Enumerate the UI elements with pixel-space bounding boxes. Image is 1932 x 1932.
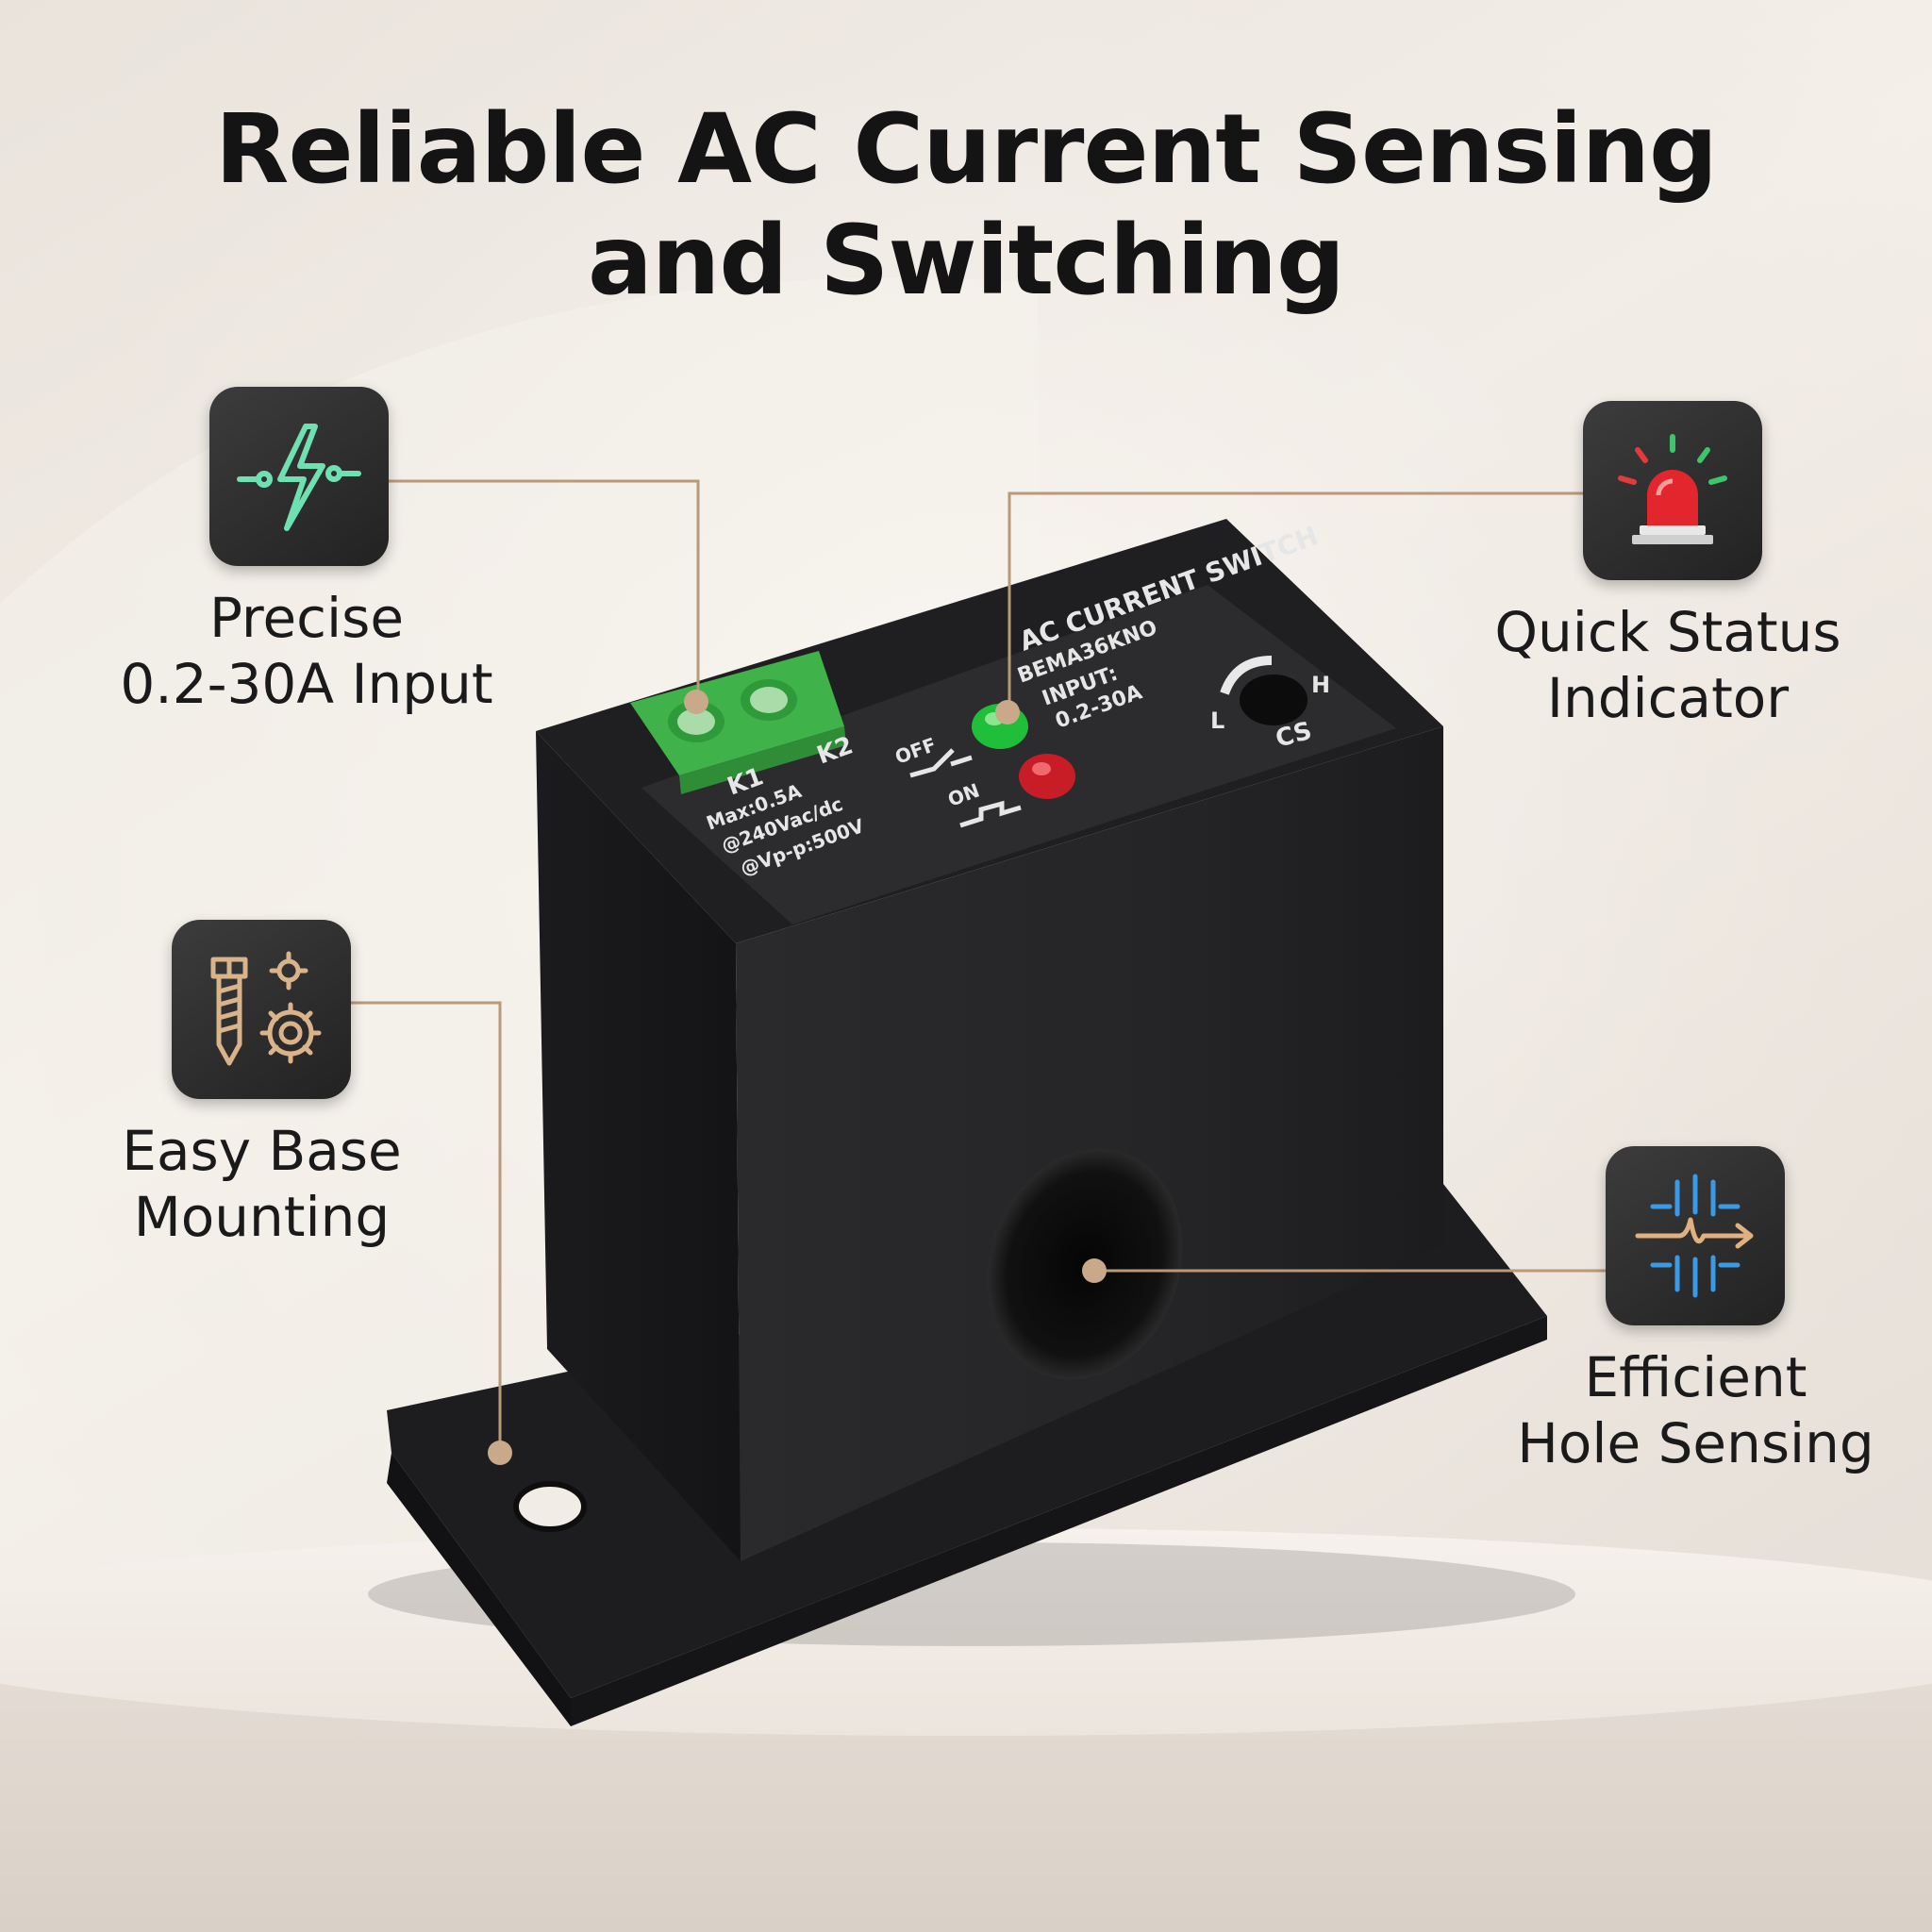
feature-hole-line-2: Hole Sensing bbox=[1517, 1411, 1874, 1475]
feature-mounting-icon-box bbox=[172, 920, 351, 1099]
high-label: H bbox=[1311, 672, 1330, 698]
callout-line-input bbox=[389, 479, 700, 703]
callout-line-status bbox=[1008, 491, 1583, 709]
mounting-base-front bbox=[571, 1316, 1547, 1726]
feature-mounting-line-2: Mounting bbox=[133, 1185, 391, 1249]
low-label: L bbox=[1210, 708, 1224, 734]
feature-input-icon-box bbox=[209, 387, 389, 566]
feature-input-line-2: 0.2-30A Input bbox=[120, 652, 493, 716]
mounting-hole bbox=[516, 1484, 584, 1529]
screw-gear-icon bbox=[210, 951, 322, 1066]
feature-mounting-line-1: Easy Base bbox=[122, 1119, 402, 1183]
feature-hole-line-1: Efficient bbox=[1584, 1345, 1807, 1409]
feature-status-line-2: Indicator bbox=[1546, 666, 1790, 730]
device-left-side bbox=[536, 731, 741, 1561]
led-red bbox=[1019, 754, 1075, 799]
page-title: Reliable AC Current Sensing and Switchin… bbox=[0, 94, 1932, 317]
off-switch-symbol bbox=[909, 748, 973, 778]
on-switch-symbol bbox=[959, 800, 1022, 828]
lightning-bolt-icon bbox=[237, 424, 361, 531]
signal-wave-icon bbox=[1635, 1174, 1754, 1298]
callout-dot-input bbox=[684, 690, 708, 714]
callout-dot-mounting bbox=[488, 1441, 512, 1465]
mounting-base-edge bbox=[387, 1453, 571, 1726]
title-line-2: and Switching bbox=[587, 205, 1345, 317]
feature-hole-icon-box bbox=[1606, 1146, 1785, 1325]
feature-status-line-1: Quick Status bbox=[1494, 600, 1841, 664]
feature-input-label: Precise 0.2-30A Input bbox=[94, 585, 519, 717]
feature-input-line-1: Precise bbox=[208, 586, 405, 650]
feature-status-icon-box bbox=[1583, 401, 1762, 580]
adjust-potentiometer bbox=[1240, 675, 1307, 725]
top-label-panel bbox=[641, 585, 1396, 924]
callout-line-mounting bbox=[351, 1001, 502, 1453]
feature-status-label: Quick Status Indicator bbox=[1460, 599, 1875, 731]
device-front bbox=[736, 726, 1443, 1561]
feature-mounting-label: Easy Base Mounting bbox=[85, 1118, 439, 1250]
callout-dot-hole bbox=[1082, 1258, 1107, 1283]
feature-hole-label: Efficient Hole Sensing bbox=[1481, 1344, 1910, 1476]
terminal-block bbox=[630, 651, 844, 775]
callout-dot-status bbox=[995, 700, 1020, 724]
title-line-1: Reliable AC Current Sensing bbox=[214, 93, 1718, 206]
alarm-light-icon bbox=[1618, 434, 1727, 544]
